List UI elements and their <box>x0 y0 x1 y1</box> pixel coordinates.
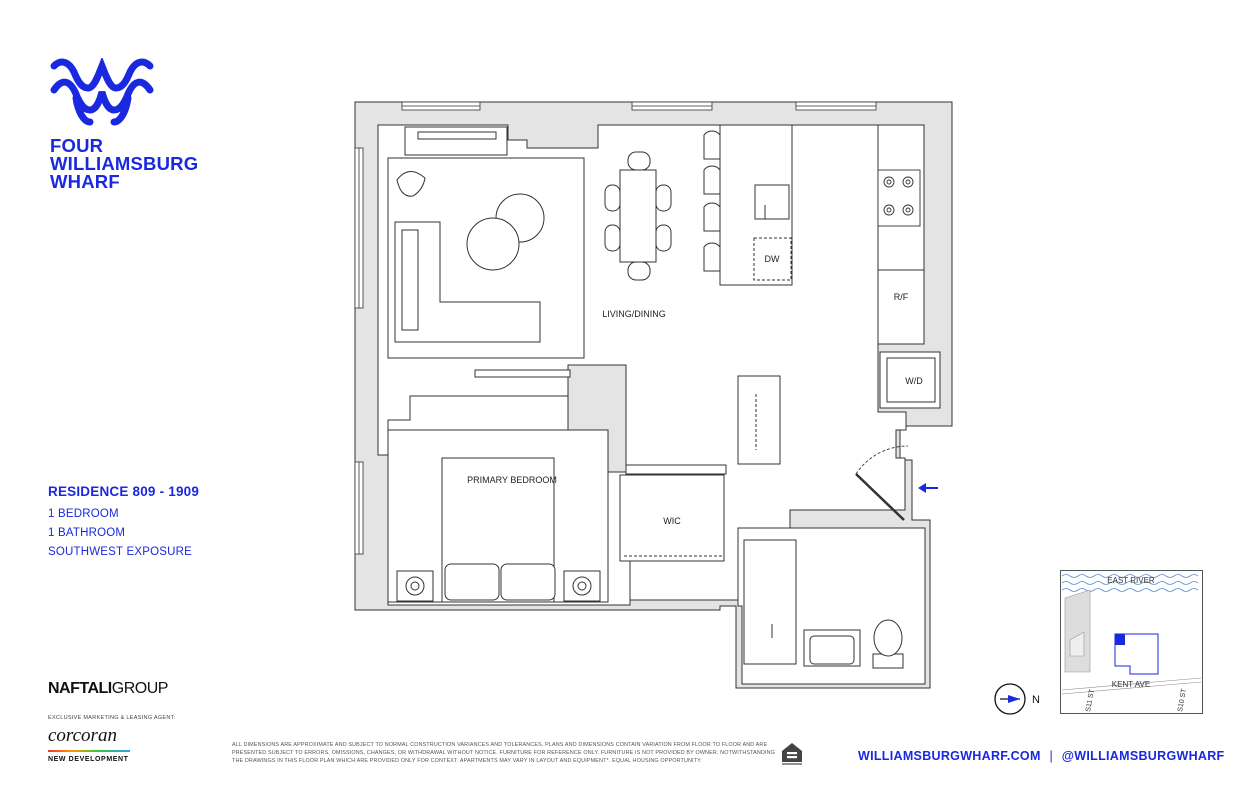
kent-ave-label: KENT AVE <box>1112 680 1150 689</box>
s10-st-label: S10 ST <box>1177 687 1188 712</box>
social-handle-link[interactable]: @WILLIAMSBURGWHARF <box>1061 749 1225 763</box>
equal-housing-icon <box>782 743 802 765</box>
residence-title: RESIDENCE 809 - 1909 <box>48 484 200 499</box>
site-context <box>1064 589 1091 673</box>
dw-label: DW <box>765 254 780 264</box>
rf-label: R/F <box>894 292 909 302</box>
primary-bedroom-label: PRIMARY BEDROOM <box>467 475 557 485</box>
compass-north-label: N <box>1032 694 1040 706</box>
windows <box>354 101 877 555</box>
wic-label: WIC <box>663 516 681 526</box>
s11-st-label: S11 ST <box>1085 688 1096 712</box>
legal-disclaimer: ALL DIMENSIONS ARE APPROXIMATE AND SUBJE… <box>232 742 776 764</box>
brand-name: FOUR WILLIAMSBURG WHARF <box>50 135 199 192</box>
residence-location-marker <box>1115 634 1125 645</box>
agent-logo: corcoran <box>48 725 117 746</box>
compass-icon: N <box>994 683 1040 715</box>
footer-contact: WILLIAMSBURGWHARF.COM | @WILLIAMSBURGWHA… <box>858 749 1225 763</box>
floor-plan: DW R/F W/D LIVING/DINING <box>354 101 953 689</box>
bedroom-count: 1 BEDROOM <box>48 508 119 520</box>
entry-arrow-icon <box>918 483 938 493</box>
cooktop-icon <box>877 169 921 227</box>
agent-division: NEW DEVELOPMENT <box>48 756 129 763</box>
door-swings <box>855 445 909 521</box>
river-label: EAST RIVER <box>1107 576 1155 585</box>
living-furniture <box>387 126 585 359</box>
bathroom-count: 1 BATHROOM <box>48 527 126 539</box>
bedroom-furniture <box>387 369 609 603</box>
developer-name-regular: GROUP <box>111 680 169 697</box>
exposure: SOUTHWEST EXPOSURE <box>48 546 192 558</box>
river-waves <box>1061 574 1199 592</box>
agent-logo-underline <box>48 750 130 752</box>
brand-name-line: FOUR <box>50 135 104 156</box>
bathroom-fixtures <box>743 539 904 669</box>
brand-name-line: WILLIAMSBURG <box>50 153 199 174</box>
residence-info: RESIDENCE 809 - 1909 1 BEDROOM 1 BATHROO… <box>48 484 199 562</box>
footer-separator: | <box>1049 749 1054 763</box>
living-dining-label: LIVING/DINING <box>602 309 666 319</box>
brand-logo-mark <box>50 58 154 126</box>
developer-logo: NAFTALIGROUP <box>48 680 168 698</box>
bar-stools <box>703 130 721 272</box>
wd-label: W/D <box>905 376 923 386</box>
brand-name-line: WHARF <box>50 171 120 192</box>
dishwasher-outline <box>753 237 792 281</box>
kitchen-sink-icon <box>754 184 790 220</box>
dining-table <box>604 151 672 281</box>
website-link[interactable]: WILLIAMSBURGWHARF.COM <box>858 749 1041 763</box>
agent-label: EXCLUSIVE MARKETING & LEASING AGENT: <box>48 715 176 721</box>
site-map: EAST RIVER KENT AVE S11 ST S10 ST <box>1060 570 1203 714</box>
closets <box>619 375 781 562</box>
building-footprint <box>1114 633 1159 675</box>
developer-name-bold: NAFTALI <box>48 680 112 697</box>
